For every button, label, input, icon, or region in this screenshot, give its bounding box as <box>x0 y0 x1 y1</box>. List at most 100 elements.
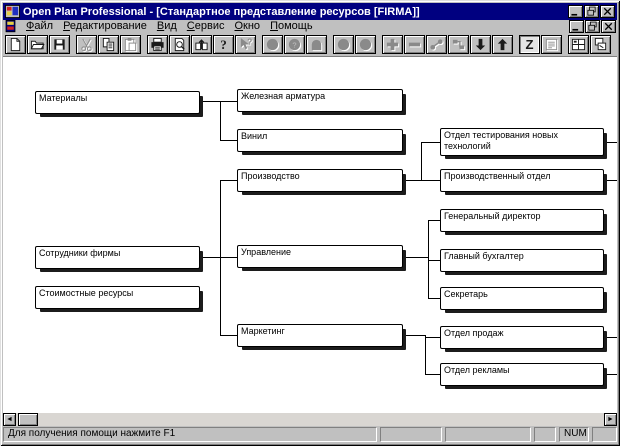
window-cascade-icon <box>593 37 608 52</box>
connector-line <box>220 180 221 335</box>
connector-line <box>200 101 237 102</box>
status-panel-4 <box>592 427 617 442</box>
resource-button-2: ? <box>284 34 305 54</box>
connector-line <box>604 337 617 338</box>
connector-line <box>428 260 440 261</box>
resource-node-sales[interactable]: Отдел продаж <box>440 326 604 349</box>
resource-node-employees[interactable]: Сотрудники фирмы <box>35 246 200 269</box>
print-preview-button[interactable] <box>169 34 190 54</box>
resource-node-production[interactable]: Производство <box>237 169 403 192</box>
print-button[interactable] <box>147 34 168 54</box>
resource-node-management[interactable]: Управление <box>237 245 403 268</box>
plus-icon <box>385 37 400 52</box>
close-button[interactable] <box>600 5 615 18</box>
save-button[interactable] <box>49 34 70 54</box>
split-window-button[interactable] <box>568 34 589 54</box>
zigzag-layout-button[interactable]: Z <box>519 34 540 54</box>
resource-button-4 <box>333 34 354 54</box>
resource-node-prod-dept[interactable]: Производственный отдел <box>440 169 604 192</box>
question-icon: ? <box>216 37 231 52</box>
printer-icon <box>150 37 165 52</box>
arrow-down-icon <box>473 37 488 52</box>
resource-node-accountant[interactable]: Главный бухгалтер <box>440 249 604 272</box>
link-button <box>426 34 447 54</box>
circle-icon <box>358 37 373 52</box>
resource-node-test-dept[interactable]: Отдел тестирования новых технологий <box>440 128 604 156</box>
copy-icon <box>101 37 116 52</box>
step-icon <box>451 37 466 52</box>
resource-node-marketing[interactable]: Маркетинг <box>237 324 403 347</box>
resource-node-cost[interactable]: Стоимостные ресурсы <box>35 286 200 309</box>
resource-node-vinyl[interactable]: Винил <box>237 129 403 152</box>
step-link-button <box>448 34 469 54</box>
connector-line <box>403 180 440 181</box>
add-button <box>382 34 403 54</box>
help-arrow-icon: ? <box>238 37 253 52</box>
status-panel-1 <box>380 427 442 442</box>
close-button-document[interactable] <box>601 20 616 33</box>
window-title: Open Plan Professional - [Стандартное пр… <box>23 5 420 18</box>
window-controls <box>567 5 615 18</box>
paste-button <box>120 34 141 54</box>
resource-node-advertising[interactable]: Отдел рекламы <box>440 363 604 386</box>
svg-text:Z: Z <box>525 37 533 52</box>
connector-line <box>403 257 428 258</box>
arrow-up-icon <box>495 37 510 52</box>
scroll-right-icon[interactable]: ► <box>604 413 617 426</box>
connector-line <box>200 257 237 258</box>
preview-icon <box>172 37 187 52</box>
notes-page-icon <box>544 37 559 52</box>
menu-window[interactable]: Окно <box>234 20 261 32</box>
restore-button[interactable] <box>584 5 599 18</box>
move-down-button[interactable] <box>470 34 491 54</box>
floppy-icon <box>52 37 67 52</box>
connector-line <box>604 180 617 181</box>
connector-line <box>220 335 237 336</box>
menu-help[interactable]: Помощь <box>270 20 313 32</box>
help-button[interactable]: ? <box>213 34 234 54</box>
title-bar: Open Plan Professional - [Стандартное пр… <box>3 3 617 20</box>
new-button[interactable] <box>5 34 26 54</box>
resource-node-secretary[interactable]: Секретарь <box>440 287 604 310</box>
resource-node-materials[interactable]: Материалы <box>35 91 200 114</box>
svg-text:?: ? <box>247 37 252 47</box>
cascade-window-button[interactable] <box>590 34 611 54</box>
update-button[interactable] <box>191 34 212 54</box>
open-plan-app-icon[interactable] <box>5 4 20 19</box>
move-up-button[interactable] <box>492 34 513 54</box>
arch-icon <box>309 37 324 52</box>
status-panel-3 <box>534 427 556 442</box>
menu-file[interactable]: Файл <box>26 20 54 32</box>
connector-line <box>428 298 440 299</box>
resource-node-ceo[interactable]: Генеральный директор <box>440 209 604 232</box>
open-button[interactable] <box>27 34 48 54</box>
pages-up-arrow-icon <box>194 37 209 52</box>
scissors-icon <box>79 37 94 52</box>
connector-line <box>428 220 440 221</box>
minimize-button[interactable] <box>568 5 583 18</box>
scroll-thumb[interactable] <box>18 413 38 426</box>
horizontal-scrollbar[interactable]: ◄ ► <box>3 413 617 426</box>
menu-edit[interactable]: Редактирование <box>63 20 147 32</box>
svg-text:?: ? <box>292 40 296 49</box>
resource-document-icon[interactable] <box>4 20 17 33</box>
connector-line <box>428 220 429 298</box>
scroll-left-icon[interactable]: ◄ <box>3 413 16 426</box>
new-page-icon <box>8 37 23 52</box>
link-dots-icon <box>429 37 444 52</box>
menu-view[interactable]: Вид <box>156 20 177 32</box>
clipboard-icon <box>123 37 138 52</box>
connector-line <box>604 374 617 375</box>
connector-line <box>425 335 426 374</box>
remove-button <box>404 34 425 54</box>
copy-button[interactable] <box>98 34 119 54</box>
minimize-button-document[interactable] <box>569 20 584 33</box>
letter-z-icon: Z <box>522 37 537 52</box>
connector-line <box>425 337 440 338</box>
restore-button-document[interactable] <box>585 20 600 33</box>
resource-node-iron[interactable]: Железная арматура <box>237 89 403 112</box>
toolbar: ??? Z <box>3 33 617 56</box>
menu-tools[interactable]: Сервис <box>186 20 225 32</box>
connector-line <box>604 142 617 143</box>
context-help-button: ? <box>235 34 256 54</box>
